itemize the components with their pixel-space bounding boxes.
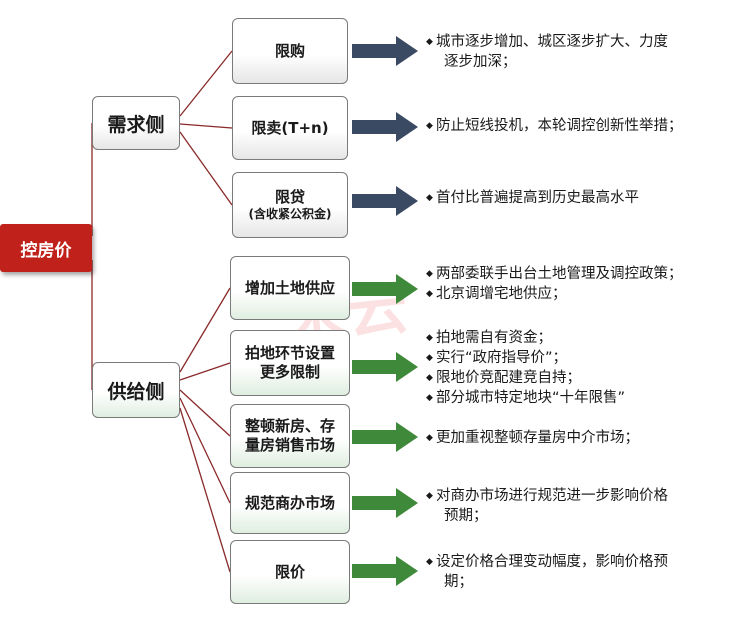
desc-line: ◆防止短线投机，本轮调控创新性举措；	[426, 118, 683, 134]
desc-line: ◆对商办市场进行规范进一步影响价格	[426, 488, 668, 504]
demand-side-label: 需求侧	[107, 113, 165, 136]
arrow-shape	[352, 274, 418, 304]
desc-line: 逐步加深；	[444, 54, 517, 70]
demand-node-sale-limit: 限卖(T+n)	[232, 96, 348, 160]
supply-side-node: 供给侧	[92, 362, 180, 418]
diamond-bullet-icon: ◆	[426, 37, 433, 47]
supply-node-commercial-market: 规范商办市场	[230, 472, 350, 534]
node-label: 增加土地供应	[244, 278, 335, 297]
connector-line	[179, 397, 231, 504]
connector-line	[179, 287, 231, 373]
demand-node-purchase-limit: 限购	[232, 18, 348, 84]
arrow-right-icon	[352, 352, 418, 382]
diamond-bullet-icon: ◆	[426, 557, 433, 567]
node-sublabel: 量房销售市场	[244, 436, 335, 454]
supply-node-land-supply: 增加土地供应	[230, 256, 350, 320]
diamond-bullet-icon: ◆	[426, 353, 433, 363]
desc-line: ◆两部委联手出台土地管理及调控政策；	[426, 266, 683, 282]
node-label: 限购	[274, 41, 305, 60]
arrow-right-icon	[352, 36, 418, 66]
diamond-bullet-icon: ◆	[426, 269, 433, 279]
connector-line	[179, 131, 233, 206]
desc-line: ◆首付比普遍提高到历史最高水平	[426, 190, 639, 206]
supply-side-label: 供给侧	[107, 380, 165, 403]
desc-line: ◆限地价竞配建竞自持；	[426, 370, 581, 386]
arrow-shape	[352, 422, 418, 452]
node-sublabel: 更多限制	[259, 363, 320, 381]
desc-line: 期；	[444, 574, 473, 590]
desc-line: 预期；	[444, 508, 488, 524]
desc-line: ◆北京调增宅地供应；	[426, 286, 567, 302]
demand-node-loan-limit: 限贷 (含收紧公积金)	[232, 172, 348, 238]
connector-line	[179, 407, 231, 573]
diamond-bullet-icon: ◆	[426, 333, 433, 343]
desc-loan-limit: ◆首付比普遍提高到历史最高水平	[426, 188, 639, 208]
diamond-bullet-icon: ◆	[426, 393, 433, 403]
node-sublabel: (含收紧公积金)	[248, 206, 332, 221]
desc-sale-limit: ◆防止短线投机，本轮调控创新性举措；	[426, 116, 683, 136]
desc-line: ◆城市逐步增加、城区逐步扩大、力度	[426, 34, 668, 50]
desc-line: ◆部分城市特定地块“十年限售”	[426, 390, 626, 406]
desc-land-auction: ◆拍地需自有资金； ◆实行“政府指导价”； ◆限地价竞配建竞自持； ◆部分城市特…	[426, 328, 625, 408]
desc-line: ◆更加重视整顿存量房中介市场；	[426, 430, 639, 446]
desc-price-limit: ◆设定价格合理变动幅度，影响价格预 期；	[426, 552, 668, 592]
desc-land-supply: ◆两部委联手出台土地管理及调控政策； ◆北京调增宅地供应；	[426, 264, 683, 304]
diamond-bullet-icon: ◆	[426, 373, 433, 383]
diamond-bullet-icon: ◆	[426, 491, 433, 501]
supply-node-land-auction: 拍地环节设置 更多限制	[230, 330, 350, 396]
diamond-bullet-icon: ◆	[426, 289, 433, 299]
root-node: 控房价	[0, 224, 92, 272]
arrow-right-icon	[352, 186, 418, 216]
node-label: 整顿新房、存	[244, 417, 335, 436]
arrow-right-icon	[352, 556, 418, 586]
diamond-bullet-icon: ◆	[426, 193, 433, 203]
desc-purchase-limit: ◆城市逐步增加、城区逐步扩大、力度 逐步加深；	[426, 32, 668, 72]
node-label: 限贷	[274, 188, 305, 207]
node-label: 拍地环节设置	[244, 344, 335, 363]
arrow-shape	[352, 112, 418, 142]
node-label: 限卖(T+n)	[251, 118, 329, 137]
desc-line: ◆拍地需自有资金；	[426, 330, 552, 346]
arrow-shape	[352, 36, 418, 66]
connector-line	[179, 389, 231, 437]
arrow-right-icon	[352, 274, 418, 304]
desc-line: ◆设定价格合理变动幅度，影响价格预	[426, 554, 668, 570]
connector-line	[179, 50, 233, 117]
desc-line: ◆实行“政府指导价”；	[426, 350, 568, 366]
connector-line	[179, 123, 233, 129]
arrow-right-icon	[352, 422, 418, 452]
supply-node-sales-market: 整顿新房、存 量房销售市场	[230, 404, 350, 468]
arrow-shape	[352, 488, 418, 518]
arrow-shape	[352, 556, 418, 586]
node-label: 限价	[274, 562, 305, 581]
diamond-bullet-icon: ◆	[426, 433, 433, 443]
node-label: 规范商办市场	[244, 493, 335, 512]
connector-line	[179, 362, 231, 381]
root-label: 控房价	[20, 240, 72, 261]
arrow-right-icon	[352, 488, 418, 518]
arrow-right-icon	[352, 112, 418, 142]
arrow-shape	[352, 186, 418, 216]
demand-side-node: 需求侧	[92, 96, 180, 150]
desc-sales-market: ◆更加重视整顿存量房中介市场；	[426, 428, 639, 448]
supply-node-price-limit: 限价	[230, 540, 350, 604]
diamond-bullet-icon: ◆	[426, 121, 433, 131]
desc-commercial-market: ◆对商办市场进行规范进一步影响价格 预期；	[426, 486, 668, 526]
arrow-shape	[352, 352, 418, 382]
